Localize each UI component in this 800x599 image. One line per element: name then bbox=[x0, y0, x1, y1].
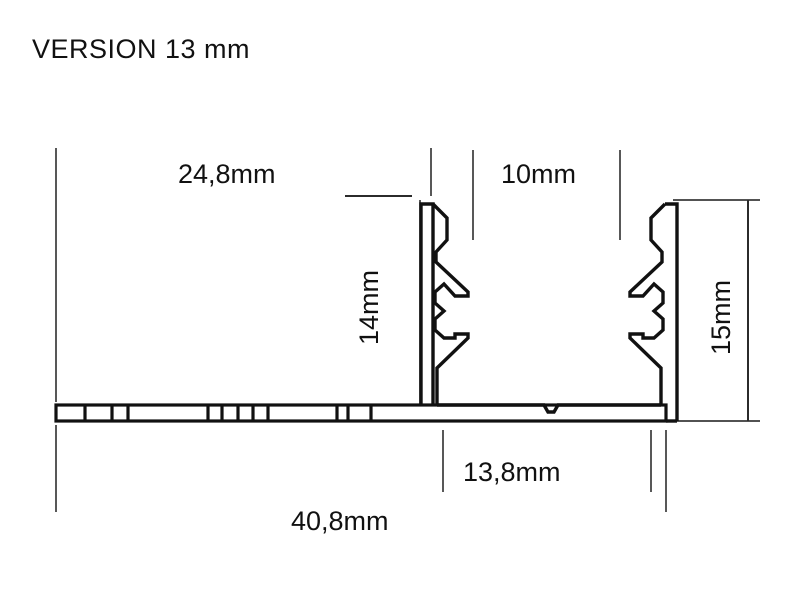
profile-right-web bbox=[665, 202, 679, 421]
page-title: VERSION 13 mm bbox=[32, 34, 250, 64]
flange-dividers bbox=[83, 406, 373, 420]
dim-label-138mm: 13,8mm bbox=[463, 457, 561, 487]
profile-left-web bbox=[419, 202, 435, 405]
dim-label-408mm: 40,8mm bbox=[291, 506, 389, 536]
profile-left-lip bbox=[431, 202, 470, 405]
dim-label-10mm: 10mm bbox=[501, 159, 576, 189]
dim-label-15mm: 15mm bbox=[706, 280, 736, 355]
profile-right-lip bbox=[628, 202, 667, 405]
dim-label-248mm: 24,8mm bbox=[178, 159, 276, 189]
flange-body bbox=[54, 403, 668, 423]
dim-label-14mm: 14mm bbox=[354, 270, 384, 345]
